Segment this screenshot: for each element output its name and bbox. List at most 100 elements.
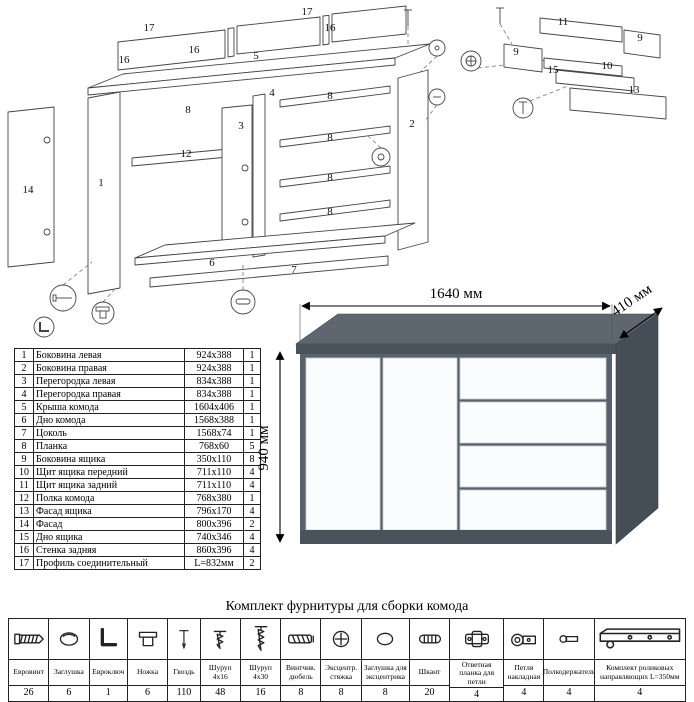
back-panel xyxy=(117,29,226,71)
part-name: Щит ящика передний xyxy=(33,465,185,479)
part-number: 2 xyxy=(14,361,34,375)
nail-icon xyxy=(168,619,199,659)
part-number: 4 xyxy=(14,387,34,401)
drawer-front-2 xyxy=(459,401,607,444)
dresser-render-drawing: 1640 мм 940 мм 410 мм xyxy=(256,281,663,545)
middle-door-panel xyxy=(221,104,253,256)
cam-cap-icon xyxy=(362,619,409,659)
hardware-item-name: Комплект роликовых направляющих L=350мм xyxy=(594,659,685,685)
height-dimension: 940 мм xyxy=(256,425,272,471)
part-callout: 12 xyxy=(180,148,192,160)
part-number: 14 xyxy=(14,517,34,531)
hardware-item-qty: 8 xyxy=(361,685,409,699)
partition-panel xyxy=(252,93,266,258)
part-name: Перегородка правая xyxy=(33,387,185,401)
screw-16-icon xyxy=(201,619,240,659)
hardware-item-name: Евроключ xyxy=(89,659,127,685)
part-number: 17 xyxy=(14,556,34,570)
part-name: Планка xyxy=(33,439,185,453)
wood-dowel-icon xyxy=(410,619,449,659)
part-callout: 9 xyxy=(637,32,643,44)
hardware-item-name: Заглушка xyxy=(49,659,89,685)
part-callout: 5 xyxy=(253,50,259,62)
exploded-drawing xyxy=(7,5,667,338)
part-number: 5 xyxy=(14,400,34,414)
plug-icon xyxy=(49,619,88,659)
connecting-profile xyxy=(227,27,235,58)
part-callout: 8 xyxy=(327,90,333,102)
hardware-item-qty: 8 xyxy=(321,685,361,699)
part-callout: 14 xyxy=(22,184,34,196)
plinth-panel xyxy=(149,255,389,288)
part-qty: 4 xyxy=(243,504,261,518)
hexkey-icon xyxy=(90,619,127,659)
drawer-plank xyxy=(279,125,391,148)
hardware-item-qty: 110 xyxy=(168,685,200,699)
hardware-item-qty: 1 xyxy=(89,685,127,699)
part-callout: 8 xyxy=(327,132,333,144)
part-callout: 16 xyxy=(324,22,336,34)
hardware-item-name: Винтчив. дюбель xyxy=(281,659,321,685)
part-name: Цоколь xyxy=(33,426,185,440)
part-callout: 13 xyxy=(628,84,640,96)
drawer-front-1 xyxy=(459,357,607,400)
shelf-pin-icon xyxy=(544,619,593,659)
cam-lock-icon xyxy=(321,619,360,659)
part-callout: 8 xyxy=(327,172,333,184)
hardware-item-name: Ответная планка для петли xyxy=(450,659,504,687)
drawer-front-panel xyxy=(555,69,635,92)
drawer-slide-icon xyxy=(595,619,685,659)
part-number: 3 xyxy=(14,374,34,388)
dresser-top xyxy=(295,313,659,345)
leg-icon xyxy=(128,619,167,659)
drawer-facade-panel xyxy=(569,87,667,120)
part-qty: 2 xyxy=(243,556,261,570)
part-name: Дно ящика xyxy=(33,530,185,544)
part-number: 15 xyxy=(14,530,34,544)
drawer-side-panel xyxy=(503,43,543,73)
part-size: 924x388 xyxy=(184,361,244,375)
hinge-cup xyxy=(43,136,51,144)
hardware-item-name: Петля накладная xyxy=(504,659,544,685)
hardware-item-qty: 8 xyxy=(281,685,321,699)
part-size: 711x110 xyxy=(184,478,244,492)
part-number: 9 xyxy=(14,452,34,466)
euroscrew-icon xyxy=(9,619,48,659)
door-right xyxy=(382,357,458,531)
part-number: 16 xyxy=(14,543,34,557)
part-size: 796x170 xyxy=(184,504,244,518)
hardware-item-name: Шуруп 4x16 xyxy=(200,659,240,685)
part-number: 6 xyxy=(14,413,34,427)
part-name: Боковина правая xyxy=(33,361,185,375)
drawer-front-4 xyxy=(459,489,607,531)
part-number: 12 xyxy=(14,491,34,505)
width-dimension-line xyxy=(299,301,613,342)
dresser-plinth xyxy=(300,530,612,544)
part-qty: 1 xyxy=(243,348,261,362)
drawer-plank xyxy=(279,165,391,188)
hardware-item-name: Евровинт xyxy=(9,659,49,685)
part-number: 13 xyxy=(14,504,34,518)
connecting-profile xyxy=(322,14,330,46)
hardware-item-qty: 4 xyxy=(450,687,504,701)
part-number: 8 xyxy=(14,439,34,453)
